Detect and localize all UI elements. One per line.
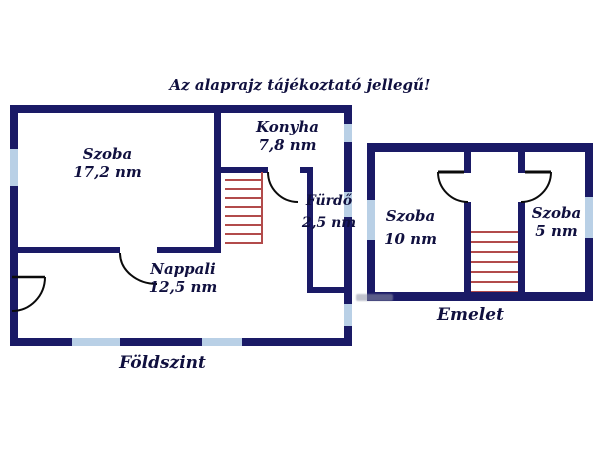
room-label-furdo: Fürdő 2,5 nm bbox=[301, 193, 357, 231]
interior-wall bbox=[464, 202, 471, 292]
room-label-szoba5: Szoba 5 nm bbox=[524, 204, 589, 240]
interior-wall bbox=[300, 167, 313, 173]
kitchen-door-arc bbox=[267, 171, 299, 203]
interior-wall bbox=[307, 287, 352, 293]
watermark-smudge bbox=[356, 294, 393, 301]
staircase bbox=[471, 223, 518, 292]
staircase bbox=[225, 172, 263, 244]
interior-wall bbox=[214, 113, 221, 253]
room-name: Nappali bbox=[150, 260, 216, 278]
window bbox=[72, 338, 120, 346]
wall bbox=[367, 292, 593, 301]
window bbox=[344, 192, 352, 217]
room-name: Szoba bbox=[385, 207, 436, 225]
window bbox=[202, 338, 242, 346]
room-area: 7,8 nm bbox=[258, 135, 317, 154]
room-label-konyha: Konyha 7,8 nm bbox=[235, 118, 340, 154]
room-name: Szoba bbox=[82, 145, 133, 163]
interior-wall bbox=[307, 167, 313, 293]
interior-wall bbox=[157, 247, 221, 253]
room-name: Fürdő bbox=[305, 193, 353, 209]
interior-wall bbox=[518, 152, 525, 173]
wall bbox=[10, 105, 352, 113]
interior-wall bbox=[518, 202, 525, 292]
interior-wall bbox=[464, 152, 471, 173]
disclaimer-title: Az alaprajz tájékoztató jellegű! bbox=[169, 76, 431, 94]
window bbox=[585, 197, 593, 238]
window bbox=[344, 304, 352, 326]
room-area: 10 nm bbox=[384, 229, 437, 248]
room-label-nappali: Nappali 12,5 nm bbox=[133, 260, 233, 296]
wall bbox=[10, 105, 18, 346]
floor-label-emelet: Emelet bbox=[437, 305, 504, 325]
wall bbox=[344, 105, 352, 346]
interior-wall bbox=[214, 167, 268, 173]
wall bbox=[10, 338, 352, 346]
window bbox=[367, 200, 375, 240]
interior-wall bbox=[10, 247, 120, 253]
window bbox=[344, 124, 352, 142]
room-area: 5 nm bbox=[535, 221, 578, 240]
room-name: Konyha bbox=[256, 118, 319, 136]
room-area: 17,2 nm bbox=[73, 162, 142, 181]
floor-label-foldszint: Földszint bbox=[119, 353, 206, 373]
room-label-szoba10: Szoba 10 nm bbox=[368, 207, 453, 248]
upper-right-door-arc bbox=[520, 171, 552, 203]
upper-left-door-arc bbox=[437, 171, 469, 203]
room-name: Szoba bbox=[531, 204, 582, 222]
room-area: 2,5 nm bbox=[301, 214, 357, 231]
wall bbox=[367, 143, 593, 152]
room-area: 12,5 nm bbox=[148, 277, 218, 296]
window bbox=[10, 149, 18, 186]
room-label-szoba: Szoba 17,2 nm bbox=[50, 145, 165, 181]
